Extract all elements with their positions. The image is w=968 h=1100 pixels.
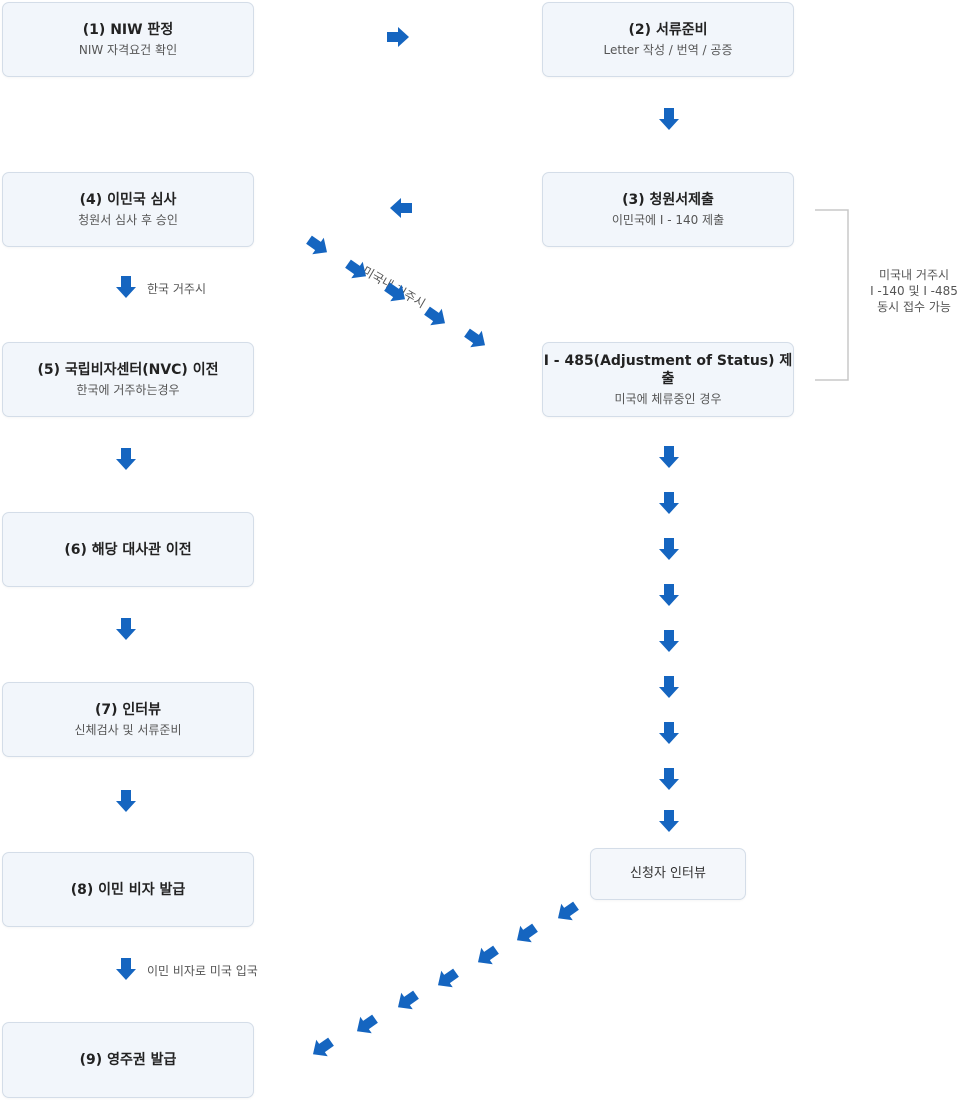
arrow-down-icon — [659, 492, 679, 514]
i485-subtitle: 미국에 체류중인 경우 — [614, 392, 722, 406]
concurrent-filing-bracket — [815, 209, 849, 381]
applicant-interview: 신청자 인터뷰 — [590, 848, 746, 900]
arrow-diagonal-icon — [342, 255, 372, 285]
step-4-uscis-review: (4) 이민국 심사 청원서 심사 후 승인 — [2, 172, 254, 247]
arrow-right-icon — [387, 27, 409, 47]
step-9-title: (9) 영주권 발급 — [79, 1052, 177, 1068]
step-2-document-prep: (2) 서류준비 Letter 작성 / 번역 / 공증 — [542, 2, 794, 77]
applicant-interview-title: 신청자 인터뷰 — [630, 866, 706, 881]
step-6-title: (6) 해당 대사관 이전 — [64, 541, 192, 558]
arrow-diagonal-icon — [307, 1033, 337, 1063]
arrow-diagonal-icon — [552, 897, 582, 927]
step-3-petition-filing: (3) 청원서제출 이민국에 I - 140 제출 — [542, 172, 794, 247]
immigrant-entry-label: 이민 비자로 미국 입국 — [147, 964, 258, 978]
step-3-title: (3) 청원서제출 — [622, 192, 714, 208]
arrow-diagonal-icon — [381, 278, 411, 308]
arrow-down-icon — [116, 276, 136, 298]
step-4-subtitle: 청원서 심사 후 승인 — [78, 213, 178, 227]
arrow-down-icon — [659, 108, 679, 130]
i485-filing: I - 485(Adjustment of Status) 제출 미국에 체류중… — [542, 342, 794, 417]
arrow-diagonal-icon — [511, 919, 541, 949]
arrow-down-icon — [659, 538, 679, 560]
arrow-left-icon — [390, 198, 412, 218]
step-1-niw-evaluation: (1) NIW 판정 NIW 자격요건 확인 — [2, 2, 254, 77]
step-5-nvc-transfer: (5) 국립비자센터(NVC) 이전 한국에 거주하는경우 — [2, 342, 254, 417]
arrow-down-icon — [659, 810, 679, 832]
step-6-embassy-transfer: (6) 해당 대사관 이전 — [2, 512, 254, 587]
korea-residence-label: 한국 거주시 — [147, 282, 207, 296]
arrow-down-icon — [116, 958, 136, 980]
step-1-title: (1) NIW 판정 — [82, 22, 174, 38]
arrow-diagonal-icon — [421, 302, 451, 332]
step-7-subtitle: 신체검사 및 서류준비 — [74, 723, 182, 737]
arrow-diagonal-icon — [303, 231, 333, 261]
arrow-down-icon — [659, 446, 679, 468]
step-5-subtitle: 한국에 거주하는경우 — [76, 383, 180, 397]
concurrent-filing-note: 미국내 거주시 I -140 및 I -485 동시 접수 가능 — [862, 267, 966, 315]
arrow-diagonal-icon — [432, 964, 462, 994]
step-8-title: (8) 이민 비자 발급 — [70, 881, 186, 898]
step-2-subtitle: Letter 작성 / 번역 / 공증 — [603, 43, 733, 57]
arrow-down-icon — [116, 618, 136, 640]
arrow-down-icon — [659, 630, 679, 652]
step-7-interview: (7) 인터뷰 신체검사 및 서류준비 — [2, 682, 254, 757]
arrow-down-icon — [116, 448, 136, 470]
note-line-1: 미국내 거주시 — [878, 268, 950, 282]
i485-title: I - 485(Adjustment of Status) 제출 — [543, 353, 793, 387]
arrow-down-icon — [659, 722, 679, 744]
arrow-diagonal-icon — [472, 941, 502, 971]
arrow-diagonal-icon — [392, 986, 422, 1016]
arrow-diagonal-icon — [461, 324, 491, 354]
step-1-subtitle: NIW 자격요건 확인 — [78, 43, 178, 57]
step-2-title: (2) 서류준비 — [628, 22, 708, 38]
step-7-title: (7) 인터뷰 — [94, 702, 162, 718]
step-9-green-card: (9) 영주권 발급 — [2, 1022, 254, 1098]
arrow-down-icon — [659, 584, 679, 606]
arrow-down-icon — [659, 676, 679, 698]
step-3-subtitle: 이민국에 I - 140 제출 — [611, 213, 725, 227]
arrow-down-icon — [659, 768, 679, 790]
step-8-immigrant-visa: (8) 이민 비자 발급 — [2, 852, 254, 927]
arrow-diagonal-icon — [351, 1010, 381, 1040]
note-line-3: 동시 접수 가능 — [877, 300, 951, 314]
step-4-title: (4) 이민국 심사 — [79, 192, 177, 208]
note-line-2: I -140 및 I -485 — [870, 284, 958, 298]
arrow-down-icon — [116, 790, 136, 812]
step-5-title: (5) 국립비자센터(NVC) 이전 — [37, 362, 219, 378]
